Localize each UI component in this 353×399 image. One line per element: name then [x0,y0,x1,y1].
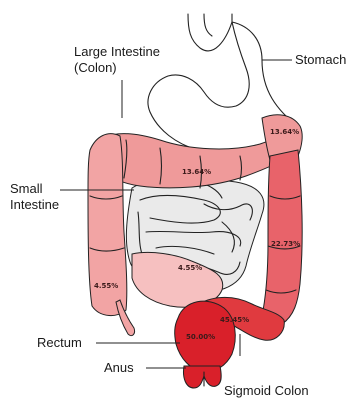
small-intestine-label-line1: Small [10,181,43,196]
percent-label-transverse: 13.64% [182,168,211,176]
anus-label: Anus [104,360,134,375]
small-intestine-label-line2: Intestine [10,197,59,212]
percent-label-ascending: 4.55% [94,282,118,290]
percent-label-cecum: 4.55% [178,264,202,272]
descending-colon [262,150,302,324]
anus [183,366,221,388]
percent-label-sigmoid: 45.45% [220,316,249,324]
large-intestine-label-line1: Large Intestine [74,44,160,59]
percent-label-rectum: 50.00% [186,333,215,341]
large-intestine-label-line2: (Colon) [74,60,117,75]
sigmoid-colon-label: Sigmoid Colon [224,383,309,398]
stomach-label: Stomach [295,52,346,67]
rectum-label: Rectum [37,335,82,350]
percent-label-splenic: 13.64% [270,128,299,136]
percent-label-descending: 22.73% [271,240,300,248]
